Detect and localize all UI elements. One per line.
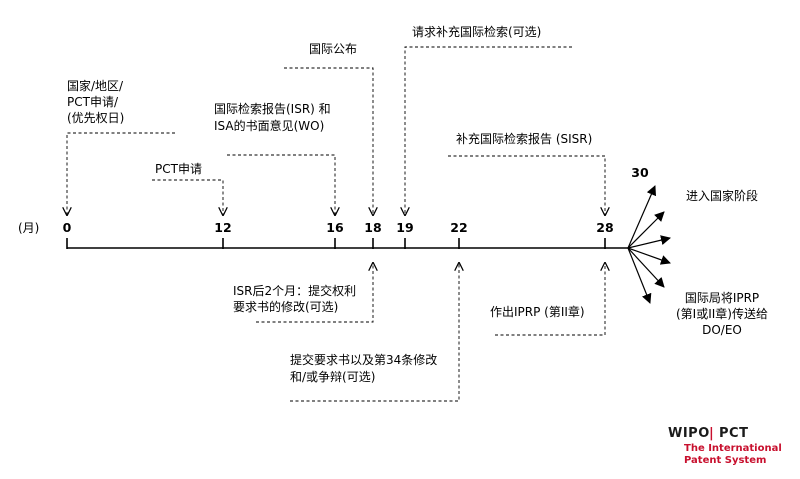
svg-text:ISR后2个月：提交权利: ISR后2个月：提交权利	[233, 283, 356, 298]
svg-text:国家/地区/: 国家/地区/	[67, 78, 124, 93]
tick-label-12: 12	[214, 220, 231, 235]
svg-text:(优先权日): (优先权日)	[67, 111, 124, 125]
svg-text:请求补充国际检索(可选): 请求补充国际检索(可选)	[412, 24, 541, 39]
svg-text:要求书的修改(可选): 要求书的修改(可选)	[233, 299, 338, 314]
leader-intl-publication	[284, 67, 373, 215]
leader-iprp-ch2	[495, 263, 605, 336]
tick-label-19: 19	[396, 220, 413, 235]
fan-arrow-4	[627, 247, 671, 265]
tick-marks	[66, 238, 606, 249]
svg-text:国际检索报告(ISR) 和: 国际检索报告(ISR) 和	[214, 101, 331, 116]
national-phase-label: 进入国家阶段	[686, 188, 758, 203]
event-iprp-ch2: 作出IPRP (第II章)	[490, 263, 605, 336]
leader-supp-search-request	[405, 46, 572, 215]
event-pct-filing: PCT申请	[152, 162, 223, 215]
tick-label-18: 18	[364, 220, 381, 235]
svg-text:国际公布: 国际公布	[309, 42, 357, 56]
event-isr-wo: 国际检索报告(ISR) 和 ISA的书面意见(WO)	[214, 101, 335, 215]
svg-text:提交要求书以及第34条修改: 提交要求书以及第34条修改	[290, 352, 437, 367]
event-claims-amendment: ISR后2个月：提交权利 要求书的修改(可选)	[233, 263, 373, 323]
wipo-text: WIPO	[668, 426, 710, 441]
fan-arrow-6	[627, 247, 652, 304]
svg-text:DO/EO: DO/EO	[702, 323, 742, 337]
logo-separator: |	[709, 426, 714, 441]
svg-text:和/或争辩(可选): 和/或争辩(可选)	[290, 370, 375, 384]
system-line-1: The International	[684, 443, 782, 454]
leader-sisr	[448, 155, 605, 215]
svg-text:ISA的书面意见(WO): ISA的书面意见(WO)	[214, 118, 324, 133]
leader-pct-filing	[152, 179, 223, 215]
national-phase-fan	[627, 185, 671, 304]
svg-text:国际局将IPRP: 国际局将IPRP	[685, 291, 759, 305]
wipo-pct-logo: WIPO | PCT The International Patent Syst…	[668, 426, 782, 466]
pct-text: PCT	[719, 426, 748, 441]
leader-priority-filing	[67, 132, 175, 215]
event-demand: 提交要求书以及第34条修改 和/或争辩(可选)	[290, 263, 459, 402]
tick-label-22: 22	[450, 220, 467, 235]
svg-text:作出IPRP (第II章): 作出IPRP (第II章)	[490, 304, 585, 319]
svg-text:PCT申请/: PCT申请/	[67, 95, 119, 109]
tick-label-30: 30	[631, 165, 649, 180]
leader-claims-amendment	[256, 263, 373, 323]
svg-text:PCT申请: PCT申请	[155, 162, 202, 176]
tick-labels: 0 12 16 18 19 22 28 30	[63, 165, 649, 235]
fan-arrow-1	[627, 185, 656, 249]
fan-arrow-5	[627, 247, 665, 288]
event-supp-search-request: 请求补充国际检索(可选)	[405, 24, 572, 215]
iprp-transmit-label: 国际局将IPRP (第I或II章)传送给 DO/EO	[676, 291, 768, 337]
fan-arrow-3	[627, 235, 671, 249]
system-line-2: Patent System	[684, 455, 766, 466]
leader-demand	[290, 263, 459, 402]
svg-text:补充国际检索报告 (SISR): 补充国际检索报告 (SISR)	[456, 131, 592, 146]
event-sisr: 补充国际检索报告 (SISR)	[448, 131, 605, 215]
svg-text:(第I或II章)传送给: (第I或II章)传送给	[676, 306, 768, 321]
event-priority-filing: 国家/地区/ PCT申请/ (优先权日)	[67, 78, 175, 215]
tick-label-0: 0	[63, 220, 72, 235]
unit-label: (月)	[18, 221, 39, 235]
tick-label-16: 16	[326, 220, 344, 235]
fan-arrow-2	[627, 211, 665, 249]
leader-isr-wo	[227, 154, 335, 215]
tick-label-28: 28	[596, 220, 613, 235]
event-intl-publication: 国际公布	[284, 42, 373, 215]
